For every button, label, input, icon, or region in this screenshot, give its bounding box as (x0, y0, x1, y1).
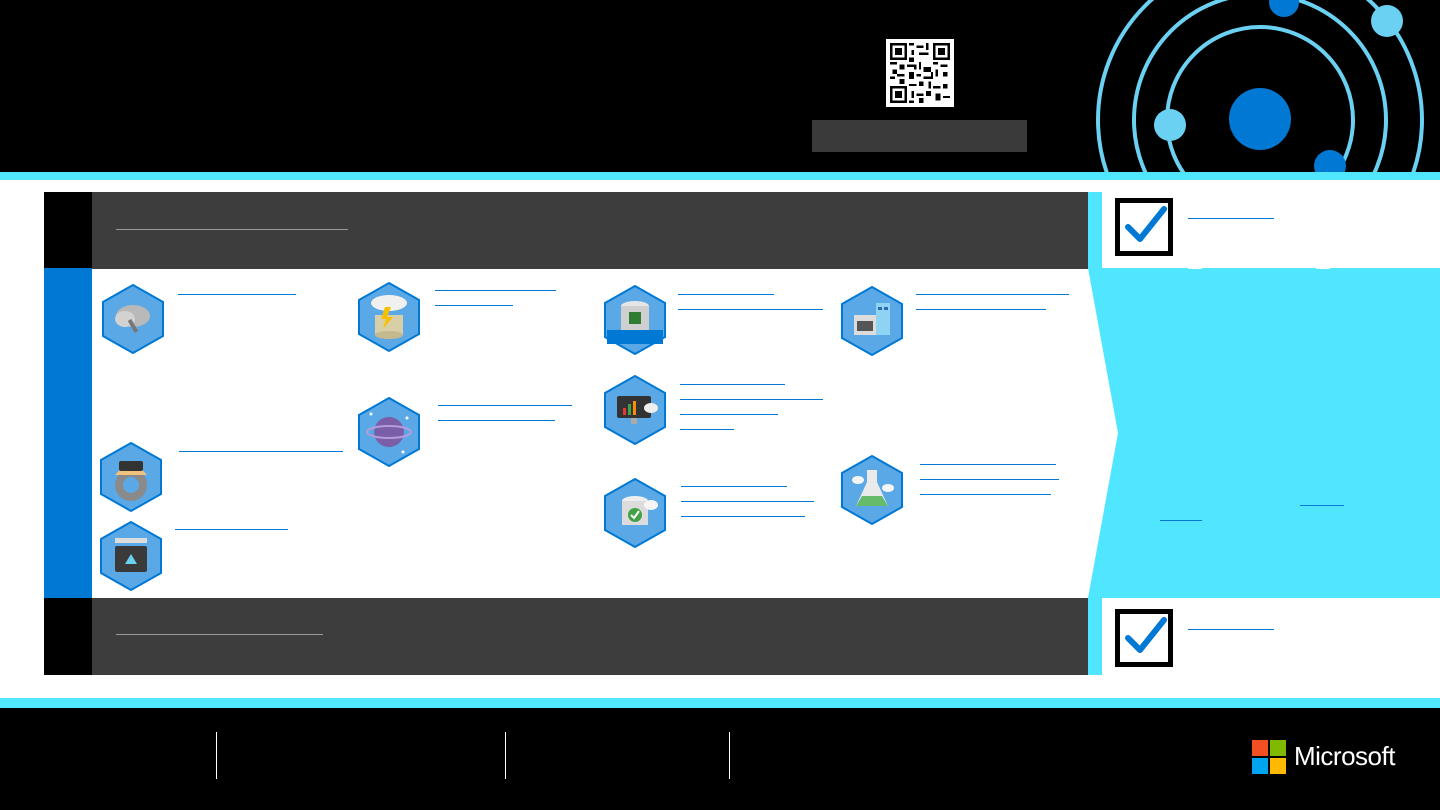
footer-separator (729, 732, 730, 779)
footer-divider-stripe (0, 698, 1440, 708)
right-panel-edge-bottom (1088, 598, 1102, 675)
card-link-7b (680, 399, 823, 400)
card-link-7d (680, 429, 734, 430)
microsoft-logo-icon (1252, 740, 1286, 774)
card-link-9[interactable] (916, 294, 1069, 295)
card-link-8[interactable] (681, 486, 787, 487)
bottom-section-bar (92, 598, 1088, 675)
building-icon[interactable] (840, 285, 904, 357)
planet-icon[interactable] (357, 396, 421, 468)
database-cloud-icon[interactable] (357, 281, 421, 353)
database-verified-icon[interactable] (603, 477, 667, 549)
binary-data-icon[interactable] (99, 520, 163, 592)
qr-caption-box (812, 120, 1027, 152)
card-link-10c[interactable] (920, 494, 1051, 495)
card-link-8c[interactable] (681, 516, 805, 517)
header-divider-stripe (0, 172, 1440, 180)
arrow-panel-link-1[interactable] (1300, 505, 1344, 506)
right-link-bottom[interactable] (1188, 629, 1274, 630)
card-link-3[interactable] (175, 529, 288, 530)
card-link-5b[interactable] (438, 420, 555, 421)
section-accent-strip (44, 268, 92, 598)
summary-arrow-panel (1088, 268, 1440, 598)
footer (0, 708, 1440, 810)
card-link-7c (680, 414, 778, 415)
card-link-4[interactable] (435, 290, 556, 291)
right-panel-edge-top (1088, 192, 1102, 269)
card-link-5[interactable] (438, 405, 572, 406)
checkmark-icon[interactable] (1115, 198, 1173, 256)
footer-separator (505, 732, 506, 779)
developer-gear-icon[interactable] (99, 441, 163, 513)
top-section-bar (92, 192, 1088, 269)
card-link-10[interactable] (920, 464, 1056, 465)
header (0, 0, 1440, 172)
card-link-8b[interactable] (681, 501, 814, 502)
top-bar-tab (44, 192, 92, 269)
top-section-title-underline (116, 229, 348, 230)
arrow-panel-link-2[interactable] (1160, 520, 1202, 521)
card-link-1[interactable] (178, 294, 296, 295)
card-link-6b[interactable] (678, 309, 823, 310)
card-link-4b[interactable] (435, 305, 513, 306)
brand-name: Microsoft (1294, 741, 1395, 771)
qr-code-icon[interactable] (886, 39, 954, 107)
card-link-9b[interactable] (916, 309, 1046, 310)
footer-separator (216, 732, 217, 779)
card-link-7 (680, 384, 785, 385)
orbit-decoration-icon (1080, 0, 1440, 172)
database-chip-icon[interactable] (603, 284, 667, 356)
card-link-2[interactable] (179, 451, 343, 452)
card-link-10b[interactable] (920, 479, 1059, 480)
bottom-bar-tab (44, 598, 92, 675)
bottom-section-title-underline (116, 634, 323, 635)
lab-flask-icon[interactable] (840, 454, 904, 526)
right-link-top[interactable] (1188, 218, 1274, 219)
cloud-tools-icon[interactable] (101, 283, 165, 355)
card-link-6[interactable] (678, 294, 774, 295)
analytics-monitor-icon[interactable] (603, 374, 667, 446)
checkmark-icon[interactable] (1115, 609, 1173, 667)
